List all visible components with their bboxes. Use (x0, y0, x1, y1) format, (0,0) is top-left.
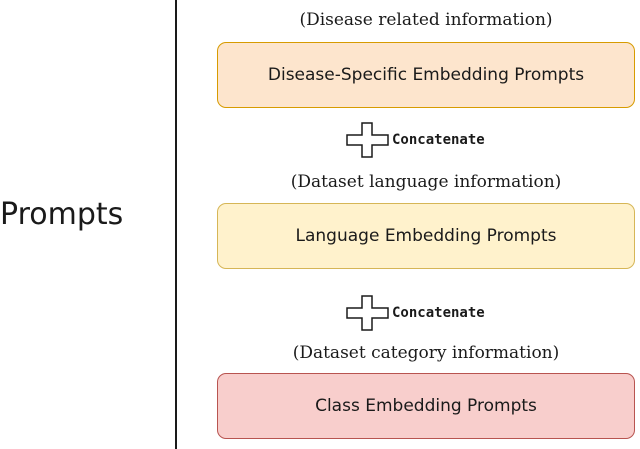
language-embedding-box: Language Embedding Prompts (217, 203, 635, 269)
plus-icon (346, 122, 389, 158)
disease-caption: (Disease related information) (299, 10, 553, 30)
concatenate-label: Concatenate (392, 132, 485, 148)
concatenate-connector-1: Concatenate (346, 122, 485, 158)
disease-embedding-box: Disease-Specific Embedding Prompts (217, 42, 635, 108)
class-embedding-box: Class Embedding Prompts (217, 373, 635, 439)
vertical-divider (175, 0, 177, 449)
concatenate-label: Concatenate (392, 305, 485, 321)
prompts-label: Prompts (0, 197, 124, 232)
class-caption: (Dataset category information) (292, 343, 560, 363)
concatenate-connector-2: Concatenate (346, 295, 485, 331)
language-caption: (Dataset language information) (290, 172, 562, 192)
plus-icon (346, 295, 389, 331)
